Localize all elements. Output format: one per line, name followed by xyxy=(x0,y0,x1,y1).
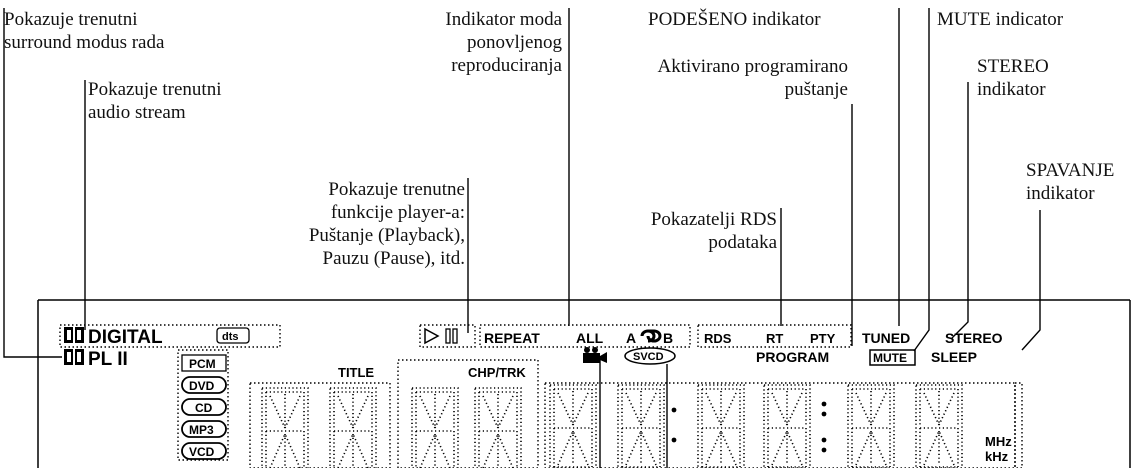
title-label: TITLE xyxy=(338,365,374,380)
cd-label: CD xyxy=(195,401,213,415)
time-digit-5 xyxy=(847,384,895,468)
pl2-label: PL II xyxy=(88,349,128,370)
chapter-digit-1 xyxy=(411,387,459,468)
dvd-badge xyxy=(181,376,227,394)
svcd-label: SVCD xyxy=(633,351,664,363)
repeat-label: REPEAT xyxy=(484,330,540,346)
dts-badge: dts xyxy=(222,331,239,343)
repeat-ab-icon xyxy=(640,329,662,343)
rds-callout: Pokazatelji RDS podataka xyxy=(650,209,777,253)
time-digit-3 xyxy=(697,384,745,468)
sleep-callout: SPAVANJE indikator xyxy=(1026,160,1115,204)
mute-label: MUTE xyxy=(873,351,907,365)
audio-stream-callout: Pokazuje trenutni audio stream xyxy=(88,79,222,123)
leader-sleep xyxy=(1021,210,1041,351)
sleep-label: SLEEP xyxy=(931,349,977,365)
vcd-label: VCD xyxy=(189,445,215,459)
dvd-label: DVD xyxy=(189,379,215,393)
leader-mute xyxy=(913,8,930,352)
chp-trk-label: CHP/TRK xyxy=(468,365,526,380)
dolby-digital-indicator: DIGITAL xyxy=(64,327,163,348)
play-pause-icon xyxy=(424,327,458,345)
tuned-callout: PODEŠENO indikator xyxy=(648,9,821,30)
pcm-label: PCM xyxy=(189,357,216,371)
dolby-pl2-indicator: PL II xyxy=(64,349,128,370)
mute-callout: MUTE indicator xyxy=(937,9,1064,30)
dotted-boxes xyxy=(59,324,1023,468)
time-digit-4 xyxy=(763,384,811,468)
cd-badge xyxy=(181,398,227,416)
svcd-badge xyxy=(624,347,676,365)
chapter-digit-2 xyxy=(474,387,522,468)
digit-cells xyxy=(261,384,963,468)
display-panel xyxy=(37,299,1131,468)
khz-label: kHz xyxy=(985,449,1009,464)
leader-stereo xyxy=(951,82,969,339)
pcm-box xyxy=(181,354,227,372)
mhz-label: MHz xyxy=(985,434,1012,449)
program-callout: Aktivirano programirano puštanje xyxy=(657,56,848,100)
pause-icon xyxy=(445,328,451,344)
leader-lines xyxy=(3,8,1041,468)
time-digit-2 xyxy=(617,384,665,468)
rt-label: RT xyxy=(766,331,783,346)
digital-label: DIGITAL xyxy=(88,327,163,348)
mp3-label: MP3 xyxy=(189,423,214,437)
ab-a-label: A xyxy=(626,330,636,346)
program-label: PROGRAM xyxy=(756,349,829,365)
camera-angle-icon xyxy=(583,347,607,363)
mp3-badge xyxy=(181,420,227,438)
surround-mode-callout: Pokazuje trenutni surround modus rada xyxy=(4,9,165,53)
ab-b-label: B xyxy=(663,330,673,346)
rds-label: RDS xyxy=(704,331,732,346)
stereo-callout: STEREO indikator xyxy=(977,56,1049,100)
pty-label: PTY xyxy=(810,331,836,346)
repeat-mode-callout: Indikator moda ponovljenog reproduciranj… xyxy=(445,9,562,76)
title-digit-2 xyxy=(329,387,377,468)
stereo-label: STEREO xyxy=(945,330,1003,346)
colon-separators xyxy=(671,401,827,453)
player-functions-callout: Pokazuje trenutne funkcije player-a: Puš… xyxy=(308,179,465,269)
mute-box xyxy=(869,349,916,366)
vcd-badge xyxy=(181,442,227,460)
play-icon xyxy=(424,327,440,345)
leader-surround xyxy=(3,8,62,358)
title-digit-1 xyxy=(261,387,309,468)
tuned-label: TUNED xyxy=(862,330,910,346)
time-digit-6 xyxy=(915,384,963,468)
time-digit-1 xyxy=(549,384,597,468)
all-label: ALL xyxy=(576,330,604,346)
